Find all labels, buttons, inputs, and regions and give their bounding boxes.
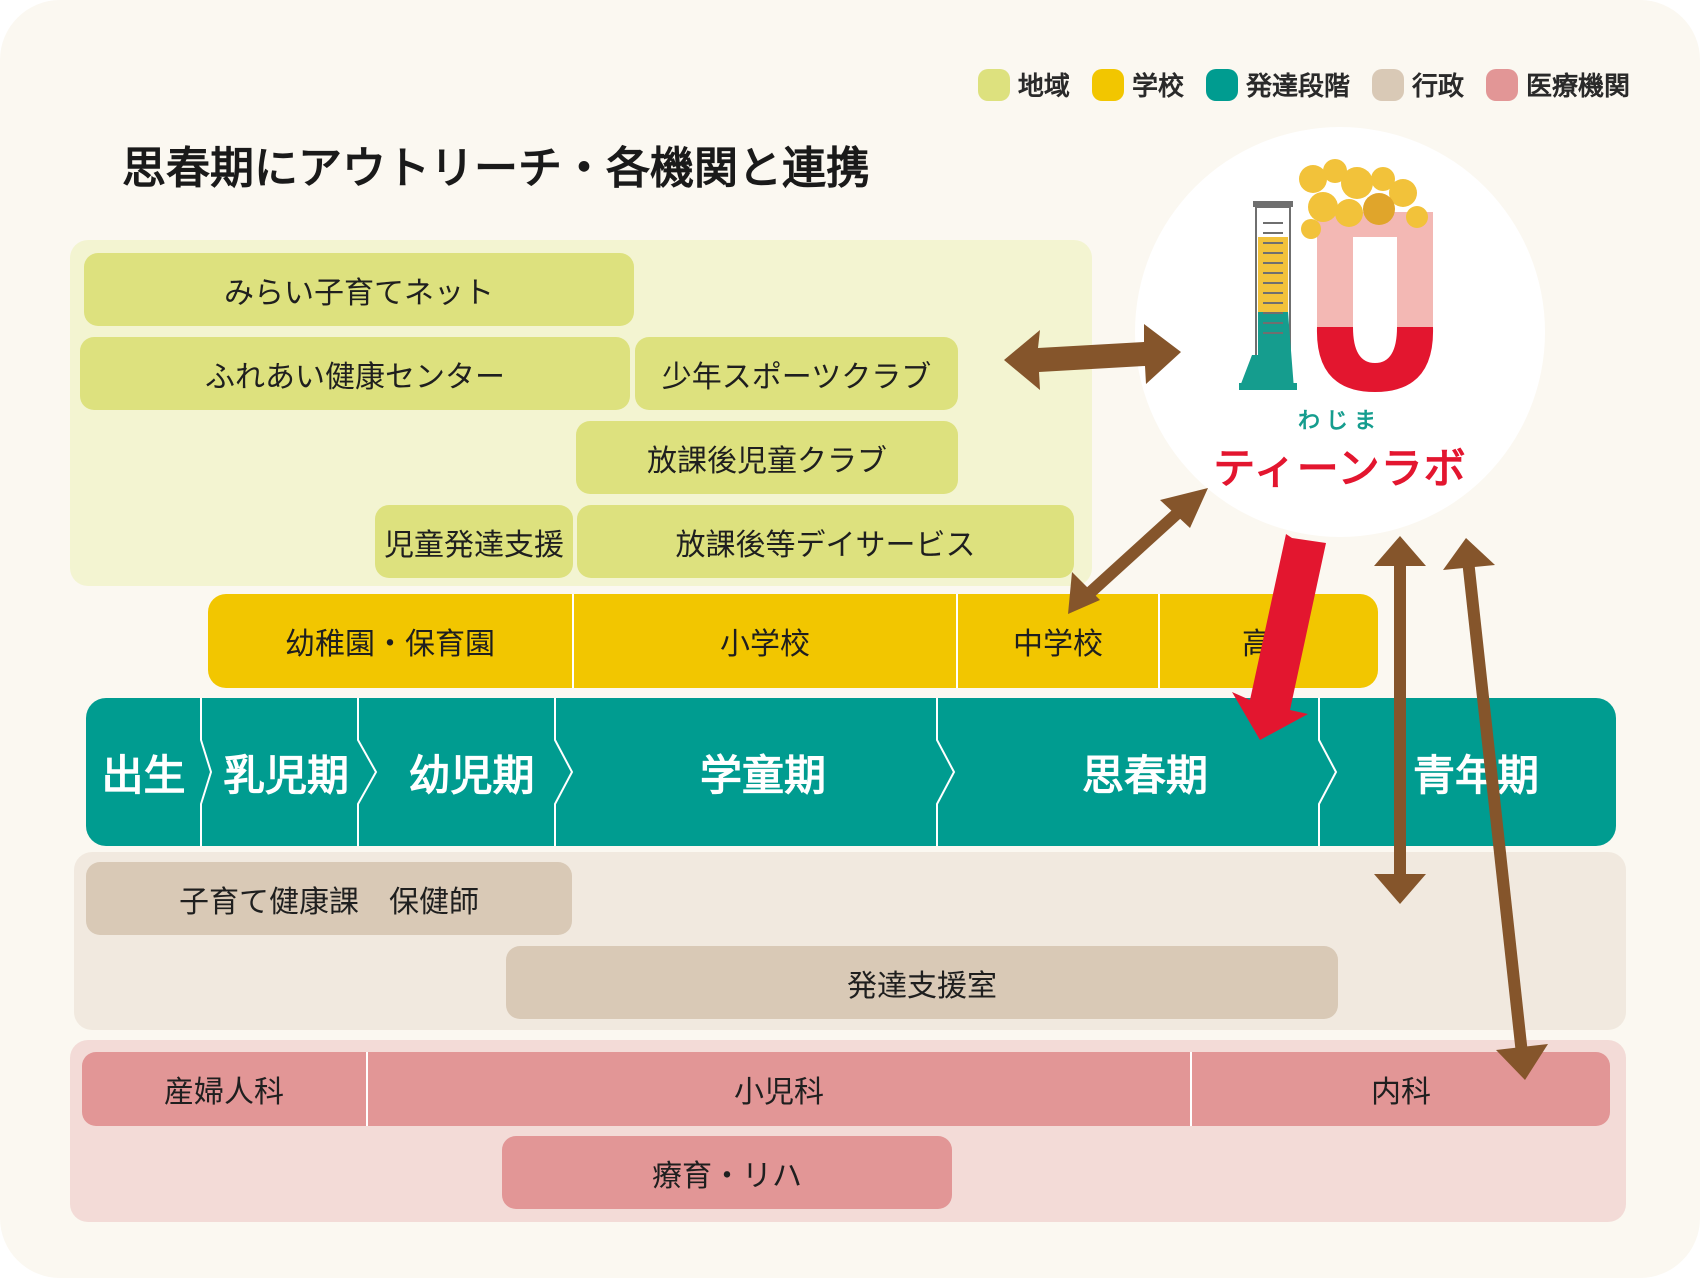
legend-item-admin: 行政 — [1371, 66, 1464, 103]
arrow-lab-school-shaft — [1077, 495, 1197, 605]
legend-swatch-school — [1091, 68, 1124, 101]
teen-lab-logo: わじま ティーンラボ — [1135, 127, 1545, 537]
legend-item-medical: 医療機関 — [1485, 66, 1630, 103]
legend-label: 地域 — [1017, 72, 1070, 102]
legend-item-stage: 発達段階 — [1205, 66, 1350, 103]
admin-item: 子育て健康課 保健師 — [86, 862, 572, 935]
legend-item-school: 学校 — [1091, 66, 1184, 103]
medical-row: 産婦人科 小児科 内科 — [82, 1052, 1610, 1126]
legend-swatch-admin — [1371, 68, 1404, 101]
bubbles-icon — [1299, 159, 1428, 239]
stage-item: 青年期 — [1412, 750, 1539, 800]
arrow-community-lab — [1004, 324, 1181, 390]
arrow-medical-shaft — [1462, 559, 1528, 1055]
legend-label: 学校 — [1131, 72, 1184, 102]
school-item: 幼稚園・保育園 — [208, 594, 574, 688]
arrow-admin-head-down — [1374, 874, 1426, 904]
school-item: 小学校 — [574, 594, 958, 688]
stage-chevron-separators — [200, 698, 1338, 846]
logo-brand-text: わじま — [1297, 409, 1382, 434]
legend: 地域 学校 発達段階 行政 医療機関 — [956, 66, 1630, 103]
school-band: 幼稚園・保育園 小学校 中学校 高 — [208, 594, 1378, 688]
community-item: 放課後等デイサービス — [577, 505, 1074, 578]
medical-item: 小児科 — [368, 1052, 1192, 1126]
legend-label: 行政 — [1411, 72, 1464, 102]
stage-item: 思春期 — [1081, 750, 1208, 800]
rehab-item: 療育・リハ — [502, 1136, 952, 1209]
arrow-lab-school-head-down — [1068, 572, 1100, 614]
medical-item: 内科 — [1371, 1075, 1431, 1110]
legend-swatch-medical — [1485, 68, 1518, 101]
community-item: 放課後児童クラブ — [576, 421, 958, 494]
logo-name-text: ティーンラボ — [1213, 444, 1467, 493]
community-item: 児童発達支援 — [375, 505, 573, 578]
stage-item: 幼児期 — [408, 750, 535, 800]
legend-swatch-community — [977, 68, 1010, 101]
stage-band: 出生 乳児期 幼児期 学童期 思春期 青年期 — [86, 698, 1616, 846]
legend-item-community: 地域 — [977, 66, 1070, 103]
arrow-red-outreach — [1232, 534, 1326, 740]
arrow-medical-head-up — [1443, 538, 1495, 570]
community-item: みらい子育てネット — [84, 253, 634, 326]
arrow-lab-school-head-up — [1160, 488, 1208, 528]
admin-item: 発達支援室 — [506, 946, 1338, 1019]
school-item: 中学校 — [958, 594, 1160, 688]
stage-item: 学童期 — [699, 750, 826, 800]
stage-item: 出生 — [101, 750, 186, 800]
arrow-medical-head-down — [1496, 1044, 1548, 1080]
medical-item: 産婦人科 — [82, 1052, 368, 1126]
arrow-admin-head-up — [1374, 536, 1426, 566]
cylinder-icon — [1239, 201, 1297, 390]
page-title: 思春期にアウトリーチ・各機関と連携 — [122, 143, 870, 194]
stage-item: 乳児期 — [222, 750, 349, 800]
zero-flask-icon — [1316, 212, 1434, 392]
logo-graphic — [1239, 159, 1434, 392]
community-item: 少年スポーツクラブ — [635, 337, 958, 410]
legend-label: 医療機関 — [1525, 72, 1630, 102]
legend-label: 発達段階 — [1245, 72, 1350, 102]
legend-swatch-stage — [1205, 68, 1238, 101]
community-item: ふれあい健康センター — [80, 337, 630, 410]
